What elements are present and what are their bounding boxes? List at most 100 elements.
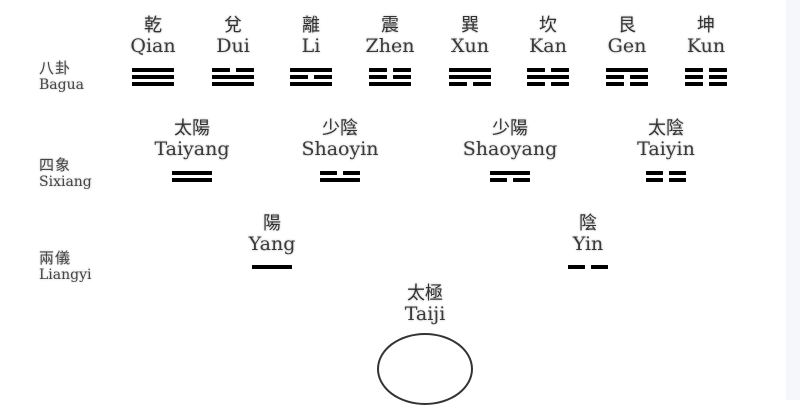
sixiang-label-en: Shaoyang (462, 138, 558, 160)
trigram-label-en: Xun (451, 35, 489, 57)
sixiang-label-en: Shaoyin (301, 138, 379, 160)
sixiang-symbol-icon (172, 171, 212, 182)
yang-line-icon (132, 68, 174, 72)
yin-line-icon (568, 265, 608, 269)
trigram-symbol-icon (369, 68, 411, 86)
trigram-symbol-icon (449, 68, 491, 86)
yin-line-icon (212, 68, 254, 72)
trigram-label-zh: 乾 (144, 15, 162, 36)
trigram-symbol-icon (527, 68, 569, 86)
yin-line-icon (685, 68, 727, 72)
sixiang-label-en: Taiyang (154, 138, 230, 160)
trigram-label-zh: 震 (381, 15, 399, 36)
sixiang-label-zh: 少陽 (492, 118, 528, 139)
liangyi-symbol-icon (568, 265, 608, 269)
sixiang-label-zh: 少陰 (322, 118, 358, 139)
liangyi-label-zh: 陰 (579, 213, 597, 234)
yang-line-icon (252, 265, 292, 269)
yang-line-icon (132, 82, 174, 86)
yin-line-icon (646, 178, 686, 182)
trigram-label-zh: 坎 (539, 15, 557, 36)
yang-line-icon (132, 75, 174, 79)
yin-line-icon (606, 82, 648, 86)
liangyi-label-zh: 陽 (263, 213, 281, 234)
taiji-label-zh: 太極 (407, 283, 443, 304)
trigram-symbol-icon (290, 68, 332, 86)
taiji-label-en: Taiji (404, 303, 446, 325)
sixiang-label-en: Taiyin (637, 138, 695, 160)
trigram-symbol-icon (132, 68, 174, 86)
trigram-label-en: Li (301, 35, 321, 57)
level-label-zh: 四象 (39, 156, 72, 174)
yang-line-icon (212, 75, 254, 79)
yin-line-icon (290, 75, 332, 79)
yang-line-icon (369, 82, 411, 86)
yang-line-icon (290, 68, 332, 72)
liangyi-label-en: Yang (248, 233, 296, 255)
sixiang-symbol-icon (646, 171, 686, 182)
trigram-label-en: Qian (130, 35, 176, 57)
yang-line-icon (320, 178, 360, 182)
trigram-label-zh: 兌 (224, 15, 242, 36)
trigram-label-en: Gen (607, 35, 647, 57)
yang-line-icon (172, 171, 212, 175)
yang-line-icon (449, 75, 491, 79)
yin-line-icon (320, 171, 360, 175)
sixiang-symbol-icon (320, 171, 360, 182)
yang-line-icon (172, 178, 212, 182)
liangyi-label-en: Yin (572, 233, 604, 255)
sixiang-label-zh: 太陰 (648, 118, 684, 139)
trigram-label-zh: 巽 (461, 15, 479, 36)
yang-line-icon (290, 82, 332, 86)
sixiang-symbol-icon (490, 171, 530, 182)
level-label-zh: 兩儀 (39, 249, 72, 267)
trigram-label-en: Kun (686, 35, 726, 57)
yang-line-icon (490, 171, 530, 175)
trigram-label-en: Kan (529, 35, 567, 57)
yang-line-icon (606, 68, 648, 72)
level-label-bagua: 八卦 Bagua (39, 59, 84, 94)
trigram-symbol-icon (685, 68, 727, 86)
trigram-symbol-icon (606, 68, 648, 86)
right-edge-strip (786, 0, 800, 400)
yin-line-icon (685, 82, 727, 86)
yin-line-icon (527, 82, 569, 86)
level-label-en: Liangyi (39, 267, 92, 283)
level-label-liangyi: 兩儀 Liangyi (39, 249, 92, 284)
yang-line-icon (212, 82, 254, 86)
sixiang-label-zh: 太陽 (174, 118, 210, 139)
yin-line-icon (527, 68, 569, 72)
liangyi-symbol-icon (252, 265, 292, 269)
yin-line-icon (685, 75, 727, 79)
trigram-label-en: Dui (216, 35, 250, 57)
trigram-label-zh: 離 (302, 15, 320, 36)
level-label-en: Sixiang (39, 174, 92, 190)
trigram-label-en: Zhen (365, 35, 415, 57)
taiji-circle-icon (377, 333, 473, 405)
yin-line-icon (369, 68, 411, 72)
trigram-label-zh: 坤 (697, 15, 715, 36)
yin-line-icon (646, 171, 686, 175)
yin-line-icon (449, 82, 491, 86)
level-label-zh: 八卦 (39, 59, 72, 77)
yin-line-icon (606, 75, 648, 79)
trigram-label-zh: 艮 (618, 15, 636, 36)
level-label-en: Bagua (39, 77, 84, 93)
yin-line-icon (490, 178, 530, 182)
yin-line-icon (369, 75, 411, 79)
level-label-sixiang: 四象 Sixiang (39, 156, 92, 191)
